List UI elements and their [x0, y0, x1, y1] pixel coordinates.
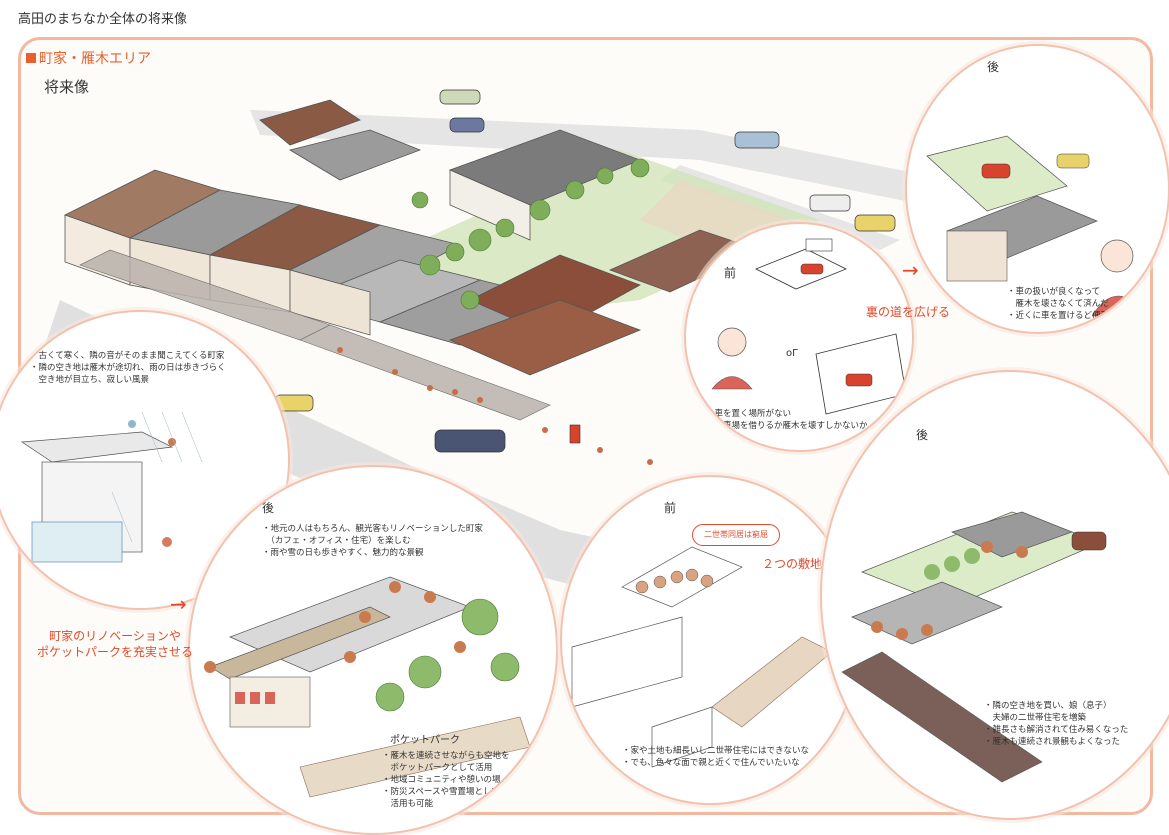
bubble-top-before: oΓ 前 ・車を置く場所がない ・駐車場を借りるか雁木を壊すしかないか・・・	[684, 222, 914, 452]
area-label: 町家・雁木エリア	[26, 48, 151, 68]
arrow-to-center: →	[170, 592, 187, 616]
subtitle: 将来像	[44, 78, 90, 96]
renovation-caption: 町家のリノベーションや ポケットパークを充実させる	[36, 629, 193, 659]
bubble-center-after: 後 ・地元の人はもちろん、観光客もリノベーションした町家 （カフェ・オフィス・住…	[188, 465, 558, 835]
top-before-sketch: oΓ	[711, 238, 907, 415]
left-before-notes: ・古くて寒く、隣の音がそのまま聞こえてくる町家 ・隣の空き地は雁木が途切れ、雨の…	[30, 351, 226, 385]
pocket-park-title: ポケットパーク	[390, 735, 460, 746]
mid-before-notes: ・家や土地も細長いし二世帯住宅にはできないな ・でも、色々な面で親と近くで住んで…	[622, 746, 810, 768]
right-after-tag: 後	[916, 428, 929, 442]
right-after-notes: ・隣の空き地を買い、娘（息子） 夫婦の二世帯住宅を増築 ・雑長さも解消されて住み…	[984, 701, 1129, 747]
bubble-top-after: 後 ・車の扱いが良くなって 雁木を壊さなくて済んだ ・近くに車を置けるど便利	[905, 44, 1169, 334]
top-before-tag: 前	[724, 266, 737, 280]
top-after-tag: 後	[987, 60, 1000, 74]
area-marker	[26, 53, 36, 63]
top-before-notes: ・車を置く場所がない ・駐車場を借りるか雁木を壊すしかないか・・・	[706, 409, 894, 431]
right-after-sketch	[841, 511, 1107, 783]
arrow-to-top-after: →	[902, 258, 919, 282]
bubble-right-after: 後 ・隣の空き地を買い、娘（息子） 夫婦の二世帯住宅を増築 ・雑長さも解消されて…	[820, 370, 1169, 820]
center-after-sketch	[204, 576, 531, 798]
left-before-tag: 前	[32, 330, 45, 344]
left-before-sketch	[20, 411, 203, 563]
mid-before-tag: 前	[664, 501, 677, 515]
top-before-thought: oΓ	[786, 348, 798, 359]
center-after-notes: ・地元の人はもちろん、観光客もリノベーションした町家 （カフェ・オフィス・住宅）…	[262, 524, 483, 558]
pocket-park-notes: ・雁木を連続させながらも空地を ポケットパークとして活用 ・地域コミュニティや憩…	[382, 751, 510, 809]
page-title: 高田のまちなか全体の将来像	[18, 12, 188, 27]
area-label-text: 町家・雁木エリア	[39, 51, 151, 67]
top-after-notes: ・車の扱いが良くなって 雁木を壊さなくて済んだ ・近くに車を置けるど便利	[1007, 287, 1110, 321]
speech-bubble: 二世帯同居は窮屈	[692, 524, 780, 546]
widen-road-caption: 裏の道を広げる	[866, 305, 951, 319]
center-after-tag: 後	[262, 501, 275, 515]
mid-before-sketch	[571, 546, 833, 768]
top-after-sketch	[926, 135, 1148, 317]
